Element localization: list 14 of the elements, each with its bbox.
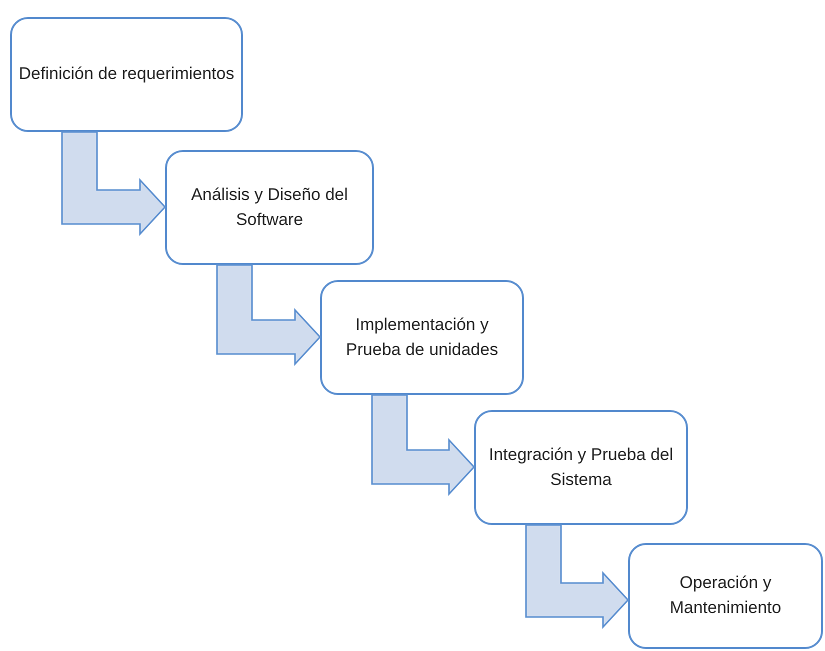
block-arrow bbox=[61, 131, 166, 236]
process-box bbox=[628, 543, 823, 649]
block-arrow bbox=[216, 264, 322, 366]
block-arrow bbox=[525, 524, 630, 630]
process-box bbox=[474, 410, 688, 525]
block-arrow bbox=[371, 394, 476, 496]
process-box bbox=[320, 280, 524, 395]
box-label: Operación y Mantenimiento bbox=[668, 572, 782, 619]
box-label: Definición de requerimientos bbox=[18, 63, 234, 86]
process-box bbox=[165, 150, 374, 265]
box-label: Implementación y Prueba de unidades bbox=[344, 314, 500, 360]
box-label: Análisis y Diseño del Software bbox=[190, 184, 349, 230]
box-label: Integración y Prueba del Sistema bbox=[488, 444, 674, 490]
process-box bbox=[10, 17, 243, 132]
